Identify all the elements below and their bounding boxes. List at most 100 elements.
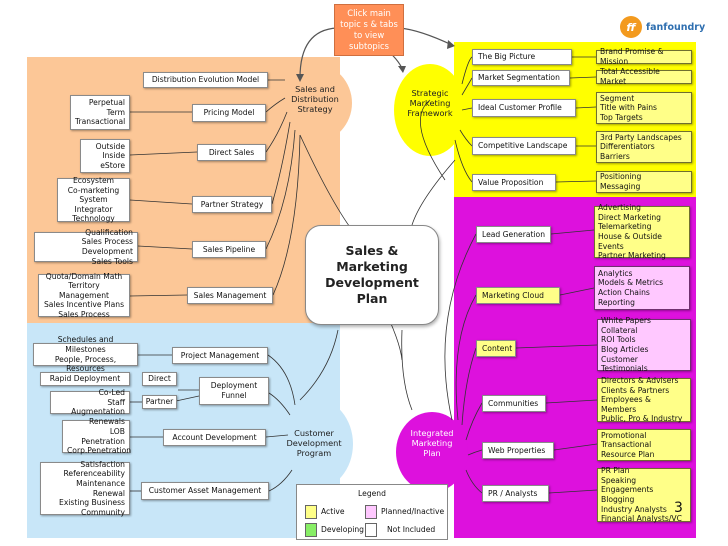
sales-pipeline[interactable]: Sales Pipeline: [192, 241, 266, 258]
detail-line: Inside: [102, 151, 125, 161]
marketing-cloud-details: Analytics Models & Metrics Action Chains…: [594, 266, 690, 310]
deployment-funnel[interactable]: Deployment Funnel: [199, 377, 269, 405]
detail-line: Direct Marketing: [598, 212, 661, 222]
lead-gen-details: Advertising Direct Marketing Telemarketi…: [594, 203, 690, 260]
detail-line: Outside: [95, 141, 125, 151]
detail-line: ROI Tools: [601, 335, 636, 345]
detail-line: Telemarketing: [598, 222, 652, 232]
web-properties[interactable]: Web Properties: [482, 442, 554, 459]
detail-line: Territory Management: [58, 281, 110, 300]
center-line: Development: [325, 275, 419, 290]
legend: Legend Active Planned/Inactive Developin…: [296, 484, 448, 540]
segmentation-details: Total Accessible Market: [596, 67, 692, 86]
detail-line: Resource Plan: [601, 449, 655, 459]
competitive-landscape[interactable]: Competitive Landscape: [472, 137, 576, 155]
detail-line: Differentiators: [600, 142, 655, 152]
content[interactable]: Content: [476, 340, 516, 357]
center-line: Sales &: [345, 243, 399, 258]
partner-details: Ecosystem Co-marketing System Integrator…: [57, 176, 130, 224]
partner-strategy[interactable]: Partner Strategy: [192, 196, 272, 213]
detail-line: Sales Process: [58, 309, 110, 319]
hub-line: Integrated: [410, 428, 454, 438]
direct-sales-details: Outside Inside eStore: [80, 139, 130, 173]
integrated-hub[interactable]: [396, 412, 468, 492]
legend-title: Legend: [358, 489, 386, 498]
direct-option[interactable]: Direct: [142, 372, 177, 386]
customer-hub[interactable]: [275, 398, 353, 490]
detail-line: Referenceability: [63, 469, 125, 479]
detail-line: People, Process, Resources: [54, 354, 117, 374]
web-properties-details: Promotional Transactional Resource Plan: [597, 429, 691, 461]
detail-line: eStore: [100, 160, 125, 170]
detail-line: Total Accessible Market: [600, 67, 660, 86]
communities[interactable]: Communities: [482, 395, 546, 412]
detail-line: Technology: [72, 214, 115, 224]
account-details: Renewals LOB Penetration Corp.Penetratio…: [62, 417, 131, 455]
detail-line: Title with Pains: [600, 103, 657, 113]
project-management[interactable]: Project Management: [172, 347, 268, 364]
instruction-banner: Click main topic s & tabs to view subtop…: [334, 4, 404, 56]
page-number: 3: [674, 500, 683, 516]
hub-line: Framework: [407, 108, 453, 118]
partner-option[interactable]: Partner: [142, 395, 177, 409]
rapid-deployment[interactable]: Rapid Deployment: [40, 372, 130, 386]
value-proposition[interactable]: Value Proposition: [472, 174, 556, 191]
hub-line: Development: [286, 438, 342, 448]
detail-line: Financial Analysts/VC: [601, 514, 682, 524]
legend-label-developing: Developing: [321, 525, 365, 534]
hub-line: Customer: [294, 428, 334, 438]
pr-analysts[interactable]: PR / Analysts: [482, 485, 549, 502]
legend-swatch-planned: [365, 505, 377, 519]
ideal-customer-profile[interactable]: Ideal Customer Profile: [472, 99, 576, 117]
detail-line: Advertising: [598, 203, 641, 213]
project-details: Schedules and Milestones People, Process…: [33, 335, 138, 373]
account-development[interactable]: Account Development: [163, 429, 266, 446]
detail-line: Qualification: [85, 227, 133, 237]
customer-profile-details: Segment Title with Pains Top Targets: [596, 92, 692, 124]
detail-line: Positioning: [600, 172, 642, 182]
detail-line: Term: [106, 107, 125, 117]
detail-line: Barriers: [600, 151, 630, 161]
detail-line: Brand Promise & Mission: [600, 47, 664, 66]
legend-swatch-developing: [305, 523, 317, 537]
detail-line: Customer Testimonials: [601, 354, 648, 374]
detail-line: Action Chains: [598, 288, 650, 297]
pricing-model[interactable]: Pricing Model: [192, 104, 266, 122]
asset-details: Satisfaction Referenceability Maintenanc…: [40, 460, 130, 517]
sales-hub[interactable]: [278, 64, 352, 142]
detail-line: Staff Augmentation: [71, 397, 125, 417]
hub-line: Marketing: [409, 98, 451, 108]
competitive-details: 3rd Party Landscapes Differentiators Bar…: [596, 131, 692, 163]
distribution-evolution-model[interactable]: Distribution Evolution Model: [143, 72, 268, 88]
logo-text: fanfoundry: [646, 21, 706, 33]
detail-line: Clients & Partners: [601, 385, 670, 395]
sales-management[interactable]: Sales Management: [187, 287, 273, 304]
detail-line: Existing Business: [59, 498, 125, 508]
customer-asset-management[interactable]: Customer Asset Management: [141, 482, 269, 500]
market-segmentation[interactable]: Market Segmentation: [472, 70, 570, 86]
detail-line: Sales Incentive Plans: [43, 300, 125, 310]
detail-line: Sales Tools: [91, 256, 133, 266]
instruction-line: to view: [353, 30, 385, 40]
detail-line: Co-marketing: [67, 185, 120, 195]
direct-sales[interactable]: Direct Sales: [197, 144, 266, 161]
hub-line: Strategic: [411, 88, 449, 98]
detail-line: LOB Penetration: [81, 426, 125, 446]
detail-line: Transactional: [75, 117, 126, 127]
lead-generation[interactable]: Lead Generation: [476, 226, 551, 243]
the-big-picture[interactable]: The Big Picture: [472, 49, 572, 65]
legend-label-active: Active: [321, 507, 345, 516]
legend-swatch-not-included: [365, 523, 377, 537]
detail-line: Reporting: [598, 297, 635, 307]
detail-line: Co-Led: [98, 388, 125, 398]
strategic-hub[interactable]: [394, 64, 466, 156]
detail-line: Top Targets: [600, 112, 643, 122]
pricing-details: Perpetual Term Transactional: [70, 95, 130, 130]
instruction-line: Click main: [347, 8, 391, 18]
detail-line: Segment: [600, 93, 635, 103]
center-plan[interactable]: Sales & Marketing Development Plan: [305, 225, 439, 325]
detail-line: PR Plan: [601, 466, 630, 476]
hub-line: Distribution: [291, 94, 339, 104]
marketing-cloud[interactable]: Marketing Cloud: [476, 287, 560, 304]
detail-line: 3rd Party Landscapes: [600, 132, 682, 142]
